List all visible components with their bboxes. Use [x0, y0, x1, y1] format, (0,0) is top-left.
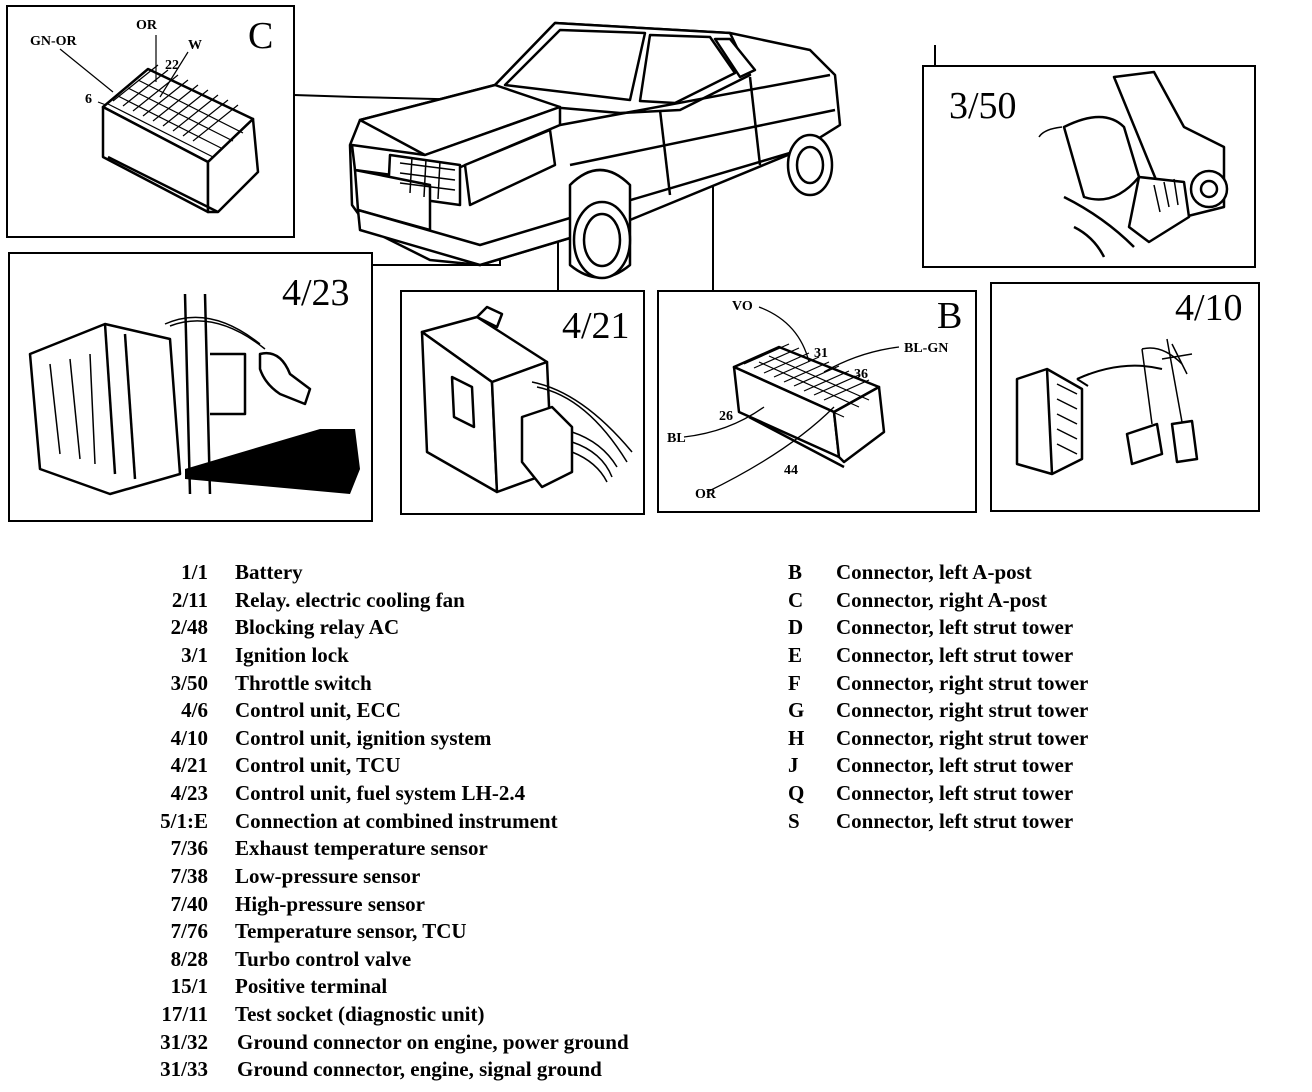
panel-4-21: 4/21	[400, 290, 645, 515]
label-gn-or: GN-OR	[30, 34, 77, 49]
legend-code: F	[788, 671, 801, 695]
legend-desc: Connector, left strut tower	[836, 615, 1074, 639]
legend-code: 1/1	[181, 560, 208, 584]
legend-code: 31/33	[160, 1057, 208, 1081]
legend-desc: Relay. electric cooling fan	[235, 588, 465, 612]
legend-code: D	[788, 615, 804, 639]
legend-code: C	[788, 588, 804, 612]
legend-desc: Control unit, fuel system LH-2.4	[235, 781, 526, 805]
legend-code: 5/1:E	[160, 809, 208, 833]
legend-code: 2/48	[170, 615, 208, 639]
legend-desc: Connector, left strut tower	[836, 781, 1074, 805]
tcu-illustration	[420, 305, 633, 494]
label-or: OR	[695, 487, 716, 502]
legend-code: E	[788, 643, 803, 667]
throttle-switch-illustration	[1038, 70, 1229, 258]
legend-desc: High-pressure sensor	[235, 892, 425, 916]
legend-code: 2/11	[171, 588, 208, 612]
legend-desc: Connector, left A-post	[836, 560, 1032, 584]
legend-desc: Test socket (diagnostic unit)	[235, 1002, 485, 1026]
label-44: 44	[784, 463, 798, 478]
legend-code: 17/11	[161, 1002, 208, 1026]
panel-4-10: 4/10	[990, 282, 1260, 512]
panel-b: B VO BL-GN 31 36 26 BL OR 44	[657, 290, 977, 513]
legend-desc: Battery	[235, 560, 303, 584]
panel-3-50: 3/50	[922, 65, 1256, 268]
legend-code: 4/6	[181, 698, 208, 722]
label-w: W	[188, 38, 202, 53]
legend-desc: Low-pressure sensor	[235, 864, 421, 888]
connector-b-illustration	[683, 306, 900, 493]
legend-code: 4/23	[170, 781, 208, 805]
label-26: 26	[719, 409, 733, 424]
legend-code: 15/1	[170, 974, 208, 998]
panel-id-4-23: 4/23	[282, 272, 350, 314]
legend-desc: Control unit, ignition system	[235, 726, 492, 750]
legend-desc: Exhaust temperature sensor	[235, 836, 488, 860]
legend-code: G	[788, 698, 805, 722]
label-or: OR	[136, 18, 157, 33]
panel-id-c: C	[248, 15, 274, 57]
label-31: 31	[814, 346, 828, 361]
panel-id-3-50: 3/50	[949, 85, 1017, 127]
legend-code: 7/38	[170, 864, 208, 888]
legend-code: 3/50	[170, 671, 208, 695]
legend-code: 8/28	[170, 947, 208, 971]
legend-desc: Connector, right A-post	[836, 588, 1047, 612]
legend-code: 31/32	[160, 1030, 208, 1054]
legend-code: J	[788, 753, 799, 777]
label-bl: BL	[667, 431, 686, 446]
legend-desc: Control unit, TCU	[235, 753, 401, 777]
legend-desc: Turbo control valve	[235, 947, 412, 971]
connector-c-illustration	[59, 35, 260, 214]
panel-4-23: 4/23	[8, 252, 373, 522]
legend-desc: Connector, right strut tower	[836, 726, 1089, 750]
legend-code: B	[788, 560, 803, 584]
label-bl-gn: BL-GN	[904, 341, 949, 356]
panel-id-b: B	[937, 295, 963, 337]
car-illustration	[348, 21, 842, 280]
label-vo: VO	[732, 299, 753, 314]
legend-code: 4/21	[170, 753, 208, 777]
legend-desc: Blocking relay AC	[235, 615, 400, 639]
legend-desc: Ground connector on engine, power ground	[237, 1030, 629, 1054]
legend-desc: Connector, left strut tower	[836, 809, 1074, 833]
legend-desc: Ground connector, engine, signal ground	[237, 1057, 602, 1081]
legend-desc: Ignition lock	[235, 643, 349, 667]
legend-code: H	[788, 726, 805, 750]
panel-c: C GN-OR OR W 22 6	[6, 5, 295, 238]
panel-id-4-21: 4/21	[562, 305, 630, 347]
label-36: 36	[854, 367, 868, 382]
label-22: 22	[165, 58, 179, 73]
legend-desc: Positive terminal	[235, 974, 388, 998]
legend-desc: Connector, left strut tower	[836, 643, 1074, 667]
legend-code: 7/40	[170, 892, 208, 916]
legend-code: 4/10	[170, 726, 208, 750]
fuel-control-unit-illustration	[28, 293, 360, 496]
legend-code: S	[788, 809, 800, 833]
legend-desc: Connector, left strut tower	[836, 753, 1074, 777]
legend-code: 3/1	[181, 643, 208, 667]
legend-desc: Control unit, ECC	[235, 698, 401, 722]
ignition-unit-illustration	[1015, 338, 1199, 476]
legend-code: Q	[788, 781, 805, 805]
legend-desc: Throttle switch	[235, 671, 372, 695]
legend-desc: Temperature sensor, TCU	[235, 919, 467, 943]
legend-desc: Connector, right strut tower	[836, 698, 1089, 722]
label-6: 6	[85, 92, 92, 107]
legend-code: 7/36	[170, 836, 208, 860]
panel-id-4-10: 4/10	[1175, 287, 1243, 329]
legend-code: 7/76	[170, 919, 208, 943]
legend-desc: Connection at combined instrument	[235, 809, 558, 833]
legend-desc: Connector, right strut tower	[836, 671, 1089, 695]
